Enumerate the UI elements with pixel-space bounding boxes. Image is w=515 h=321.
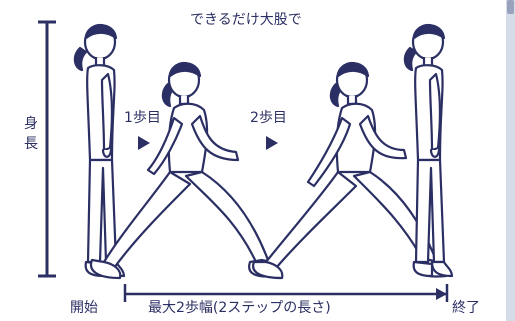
stride-label: 最大2歩幅(2ステップの長さ) <box>148 300 331 316</box>
end-label: 終了 <box>452 300 480 316</box>
scrollbar[interactable] <box>506 0 515 321</box>
step-1-label: 1歩目 <box>124 110 161 126</box>
figure-step-2 <box>252 61 448 280</box>
figure-step-1 <box>89 61 278 280</box>
figure-start-standing <box>73 23 126 278</box>
step-1-arrow-icon <box>138 136 150 150</box>
height-measure-line <box>38 20 56 278</box>
height-label: 身 長 <box>24 116 38 152</box>
start-label: 開始 <box>70 300 98 316</box>
caption: できるだけ大股で <box>190 12 302 28</box>
stride-arrowhead-icon <box>436 288 447 300</box>
step-2-arrow-icon <box>266 136 278 150</box>
step-2-label: 2歩目 <box>250 110 287 126</box>
stride-measure-line <box>123 284 449 302</box>
scrollbar-thumb[interactable] <box>507 0 514 14</box>
figure-end-standing <box>403 23 454 278</box>
